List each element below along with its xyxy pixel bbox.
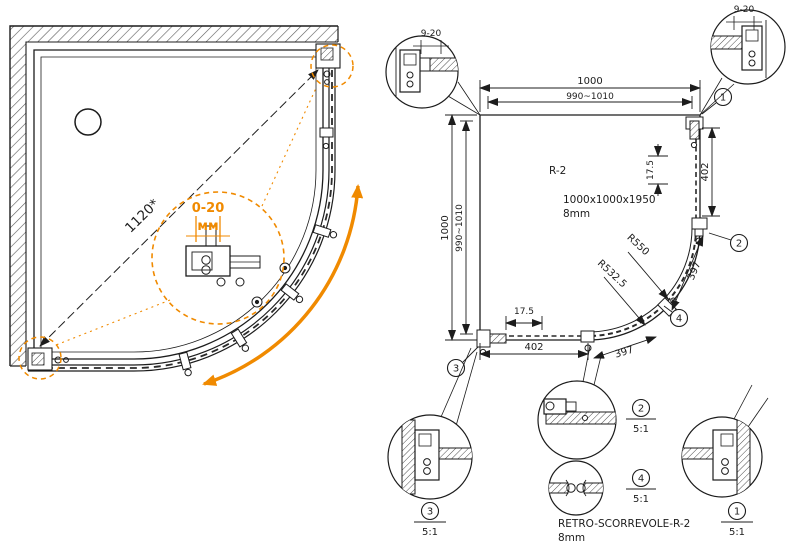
detail-3-number: 3 bbox=[427, 507, 433, 518]
dim-bottom-offset: 17.5 bbox=[514, 307, 534, 317]
detail-3-label: 3 5:1 bbox=[414, 501, 446, 538]
dim-top-outer: 1000 bbox=[577, 76, 602, 87]
corner-detail-circle-bottom bbox=[18, 336, 62, 380]
detail-view-1: 1 5:1 bbox=[681, 384, 769, 538]
plan-view: 1120* 0-20 мм bbox=[9, 25, 364, 386]
dim-left-inner: 990~1010 bbox=[455, 204, 465, 252]
detail-view-2: 2 5:1 bbox=[537, 345, 656, 460]
top-fixed-profile bbox=[315, 43, 341, 85]
dim-right-offset: 17.5 bbox=[646, 160, 656, 180]
callout-4: 4 bbox=[676, 314, 682, 325]
product-name: RETRO-SCORREVOLE-R-2 bbox=[558, 518, 690, 530]
profile-detail-top-left: 9-20 bbox=[385, 29, 481, 116]
detail-view-3: 3 5:1 bbox=[387, 347, 478, 538]
dim-top-inner: 990~1010 bbox=[566, 92, 614, 102]
profile-range-left: 9-20 bbox=[421, 29, 442, 39]
detail-2-scale: 5:1 bbox=[633, 424, 649, 435]
detail-1-number: 1 bbox=[734, 507, 740, 518]
detail-view-4: 4 5:1 bbox=[548, 460, 656, 516]
adjustment-value: 0-20 bbox=[192, 201, 225, 216]
door-slide-arrow bbox=[202, 184, 364, 386]
glass-label: 8mm bbox=[563, 208, 590, 220]
shower-tray bbox=[33, 49, 324, 360]
fitting-3 bbox=[476, 329, 507, 356]
detail-4-label: 4 5:1 bbox=[626, 468, 656, 505]
dim-bottom-arc: 397 bbox=[614, 345, 635, 361]
footer: RETRO-SCORREVOLE-R-2 8mm bbox=[558, 518, 690, 544]
dimension-lines bbox=[445, 80, 732, 363]
detail-3-scale: 5:1 bbox=[422, 527, 438, 538]
dim-bottom-segment: 402 bbox=[524, 342, 543, 353]
fitting-1 bbox=[685, 116, 704, 149]
callout-1: 1 bbox=[720, 93, 726, 104]
callout-2: 2 bbox=[736, 239, 742, 250]
profile-range-right: 9-20 bbox=[734, 5, 755, 15]
plan-walls bbox=[9, 25, 339, 367]
detail-2-number: 2 bbox=[638, 404, 644, 415]
profile-range-dim-left bbox=[413, 40, 449, 54]
footer-glass-thickness: 8mm bbox=[558, 532, 585, 544]
detail-2-label: 2 5:1 bbox=[626, 398, 656, 435]
fitting-arc-end bbox=[580, 330, 595, 352]
profile-range-dim-right bbox=[726, 16, 762, 30]
detail-4-number: 4 bbox=[638, 474, 644, 485]
size-label: 1000x1000x1950 bbox=[563, 194, 656, 206]
detail-4-scale: 5:1 bbox=[633, 494, 649, 505]
detail-1-scale: 5:1 bbox=[729, 527, 745, 538]
bottom-fixed-profile bbox=[27, 347, 69, 371]
detail-1-label: 1 5:1 bbox=[721, 501, 753, 538]
callout-3: 3 bbox=[453, 364, 459, 375]
profile-detail-top-right: 9-20 bbox=[699, 5, 786, 116]
dimension-view: 1 2 4 3 1000 990~1010 1000 990~1010 402 … bbox=[440, 76, 749, 378]
corner-detail-circle-top bbox=[310, 44, 354, 88]
dim-left-outer: 1000 bbox=[440, 215, 451, 240]
adjustment-unit: мм bbox=[197, 219, 218, 234]
dim-right-segment: 402 bbox=[700, 162, 711, 181]
model-label: R-2 bbox=[549, 165, 566, 177]
